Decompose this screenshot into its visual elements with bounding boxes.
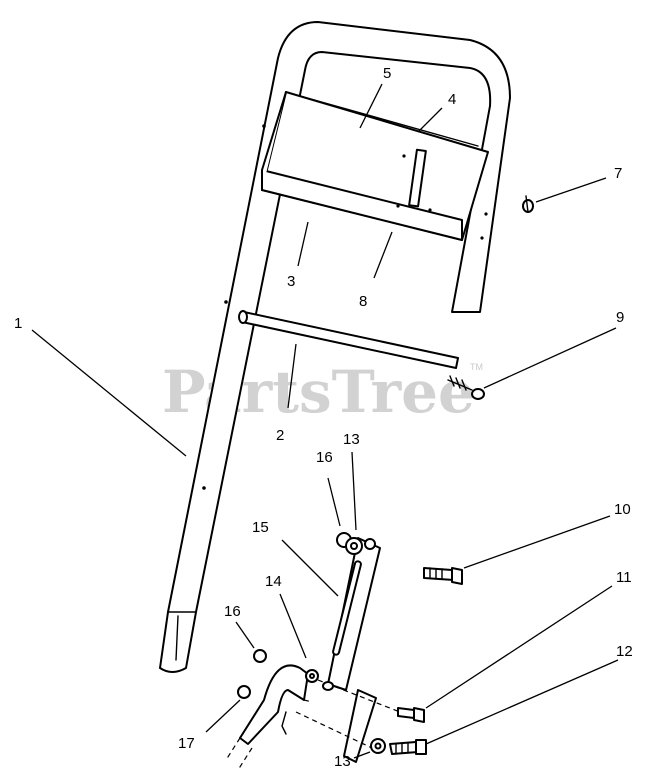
- callout-16-lower: 16: [224, 603, 241, 620]
- nut-17: [237, 685, 251, 699]
- callout-3: 3: [287, 273, 295, 290]
- bolt-10: [423, 567, 463, 585]
- nut-16-lower: [253, 649, 267, 663]
- callout-5: 5: [383, 65, 391, 82]
- callout-8: 8: [359, 293, 367, 310]
- callout-9: 9: [616, 309, 624, 326]
- bolt-11: [397, 707, 425, 723]
- cross-tube: [238, 310, 459, 369]
- callout-1: 1: [14, 315, 22, 332]
- lever-bracket: [327, 537, 381, 691]
- lower-bracket: [343, 689, 377, 763]
- control-box: [261, 91, 489, 241]
- callout-10: 10: [614, 501, 631, 518]
- callout-4: 4: [448, 91, 456, 108]
- callout-13-lower: 13: [334, 753, 351, 770]
- callout-7: 7: [614, 165, 622, 182]
- callout-11: 11: [616, 569, 632, 586]
- callout-12: 12: [616, 643, 633, 660]
- leader-lines: [31, 83, 619, 759]
- callout-15: 15: [252, 519, 269, 536]
- callout-17: 17: [178, 735, 195, 752]
- callout-13-upper: 13: [343, 431, 360, 448]
- callout-labels: 1 2 3 4 5 7 8 9 10 11 12 13 13 14 15 16 …: [14, 65, 633, 770]
- watermark-trademark: TM: [470, 362, 483, 372]
- screw-9: [447, 375, 485, 400]
- nut-washer-upper: [336, 532, 363, 555]
- callout-14: 14: [265, 573, 282, 590]
- lower-handle: [225, 664, 401, 771]
- screw-7: [522, 195, 534, 213]
- bolt-12: [370, 738, 427, 755]
- upper-handle: [159, 21, 511, 673]
- callout-16-upper: 16: [316, 449, 333, 466]
- callout-2: 2: [276, 427, 284, 444]
